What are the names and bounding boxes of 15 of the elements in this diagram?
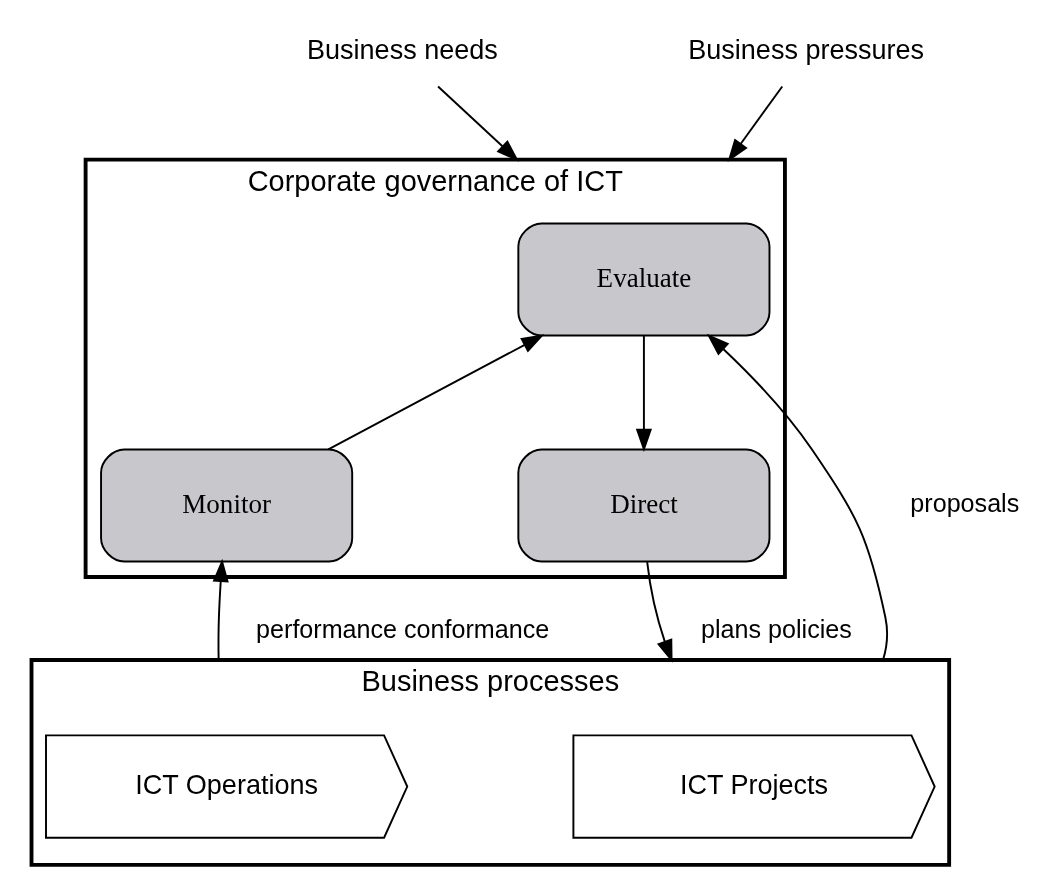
edge-label: performance conformance <box>256 614 550 643</box>
arrow <box>327 333 545 450</box>
node-text: Business pressures <box>688 34 925 65</box>
node-box: Direct <box>517 448 771 562</box>
node-box: Monitor <box>100 448 354 562</box>
arrow <box>706 333 889 661</box>
arrow <box>212 558 229 661</box>
arrow <box>727 85 784 162</box>
arrow <box>437 85 520 162</box>
arrow <box>635 334 653 452</box>
edge-label: plans policies <box>701 614 852 643</box>
node-box: Evaluate <box>517 221 771 336</box>
edge-label: proposals <box>910 488 1020 517</box>
node-text: Business needs <box>307 34 498 65</box>
arrow <box>646 560 673 663</box>
